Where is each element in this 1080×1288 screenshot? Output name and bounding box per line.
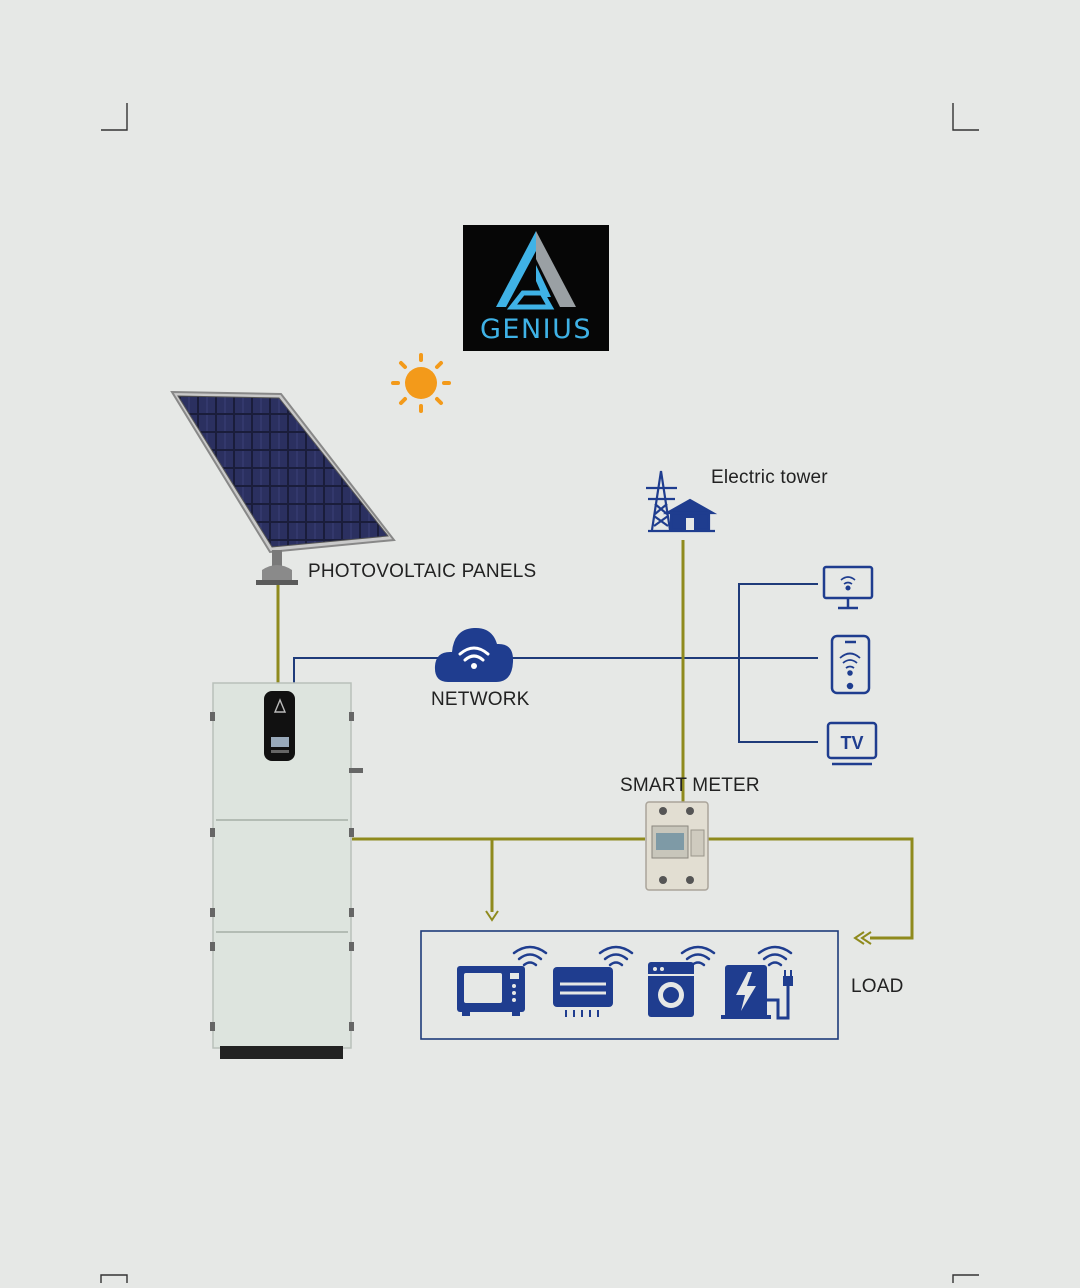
network-label: NETWORK — [431, 689, 530, 710]
crop-marks — [100, 103, 979, 1283]
logo-mark-icon — [496, 231, 576, 310]
logo-wordmark: GENIUS — [479, 314, 593, 345]
wifi-icon — [512, 945, 793, 967]
smart-meter-label: SMART METER — [620, 775, 760, 796]
electric-tower-label: Electric tower — [711, 467, 828, 488]
washing-machine-icon — [648, 962, 694, 1017]
genius-logo: GENIUS — [463, 225, 609, 351]
wifi-cloud-icon — [434, 627, 514, 682]
power-arrows — [485, 910, 872, 945]
microwave-icon — [457, 966, 525, 1016]
smart-meter — [645, 801, 709, 891]
electric-tower-icon — [646, 470, 718, 533]
load-box — [420, 930, 839, 1040]
tv-icon: TV — [826, 721, 878, 766]
air-conditioner-icon — [553, 967, 613, 1017]
load-label: LOAD — [851, 976, 904, 997]
power-lines — [276, 540, 914, 940]
network-lines — [293, 583, 818, 743]
monitor-icon — [822, 565, 874, 610]
solar-panel — [170, 390, 396, 585]
tv-label: TV — [840, 733, 863, 753]
ev-charger-icon — [721, 965, 793, 1020]
sun-icon — [391, 353, 451, 413]
smartphone-icon — [830, 634, 871, 695]
battery-cabinet — [210, 682, 363, 1059]
pv-panels-label: PHOTOVOLTAIC PANELS — [308, 561, 537, 582]
